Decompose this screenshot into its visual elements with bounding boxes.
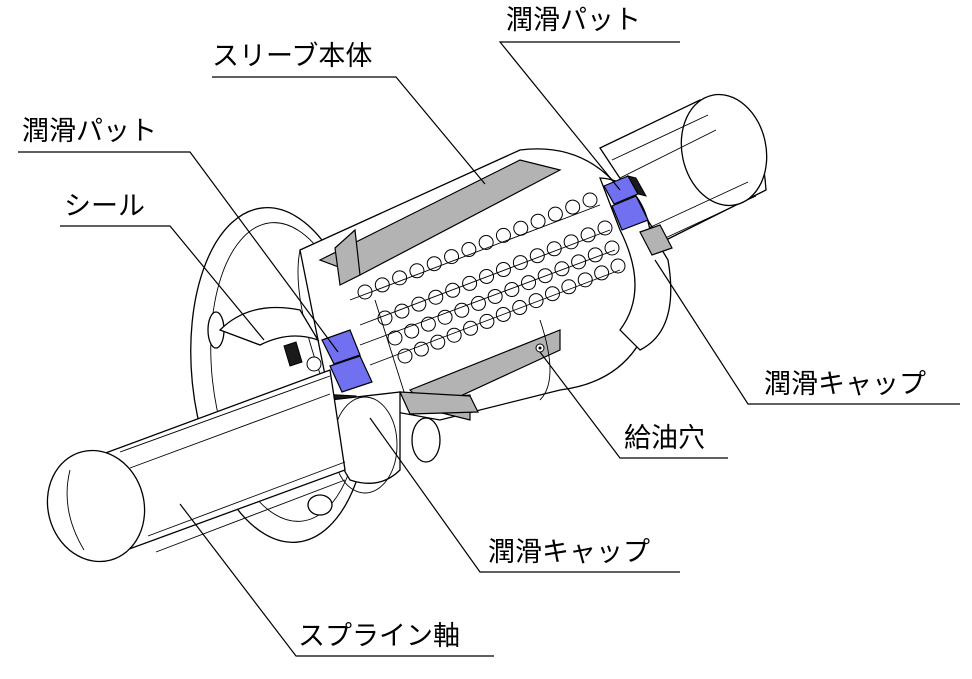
- ball: [604, 240, 620, 256]
- ball: [512, 300, 528, 316]
- ball: [387, 330, 403, 346]
- ball: [437, 309, 453, 325]
- ball-rows: [349, 192, 626, 396]
- ball: [530, 213, 546, 229]
- spline-shaft-left: [46, 369, 346, 563]
- ball: [470, 295, 486, 311]
- ball: [404, 323, 420, 339]
- ball: [610, 258, 626, 274]
- oil-hole: [535, 343, 545, 353]
- ball: [463, 320, 479, 336]
- lube-pad-left: [306, 329, 373, 393]
- ball: [454, 302, 470, 318]
- label-seal: シール: [64, 191, 145, 222]
- ball: [577, 272, 593, 288]
- ball: [597, 220, 613, 236]
- ball: [409, 263, 425, 279]
- ball: [377, 310, 393, 326]
- ball: [571, 254, 587, 270]
- ball: [587, 247, 603, 263]
- label-sleeve-body: スリーブ本体: [212, 41, 373, 72]
- ball: [392, 270, 408, 286]
- ball: [426, 256, 442, 272]
- ball: [528, 293, 544, 309]
- label-spline-shaft: スプライン軸: [298, 621, 460, 652]
- ball: [397, 348, 413, 364]
- ball: [428, 289, 444, 305]
- label-lube-cap-bottom: 潤滑キャップ: [488, 537, 650, 568]
- label-lube-pad-top: 潤滑パット: [506, 5, 641, 36]
- ball: [580, 227, 596, 243]
- ball: [512, 255, 528, 271]
- ball: [594, 265, 610, 281]
- ball: [479, 313, 495, 329]
- ball: [495, 227, 511, 243]
- label-lube-cap-right: 潤滑キャップ: [764, 369, 926, 400]
- ball: [478, 234, 494, 250]
- ball: [582, 192, 598, 208]
- leader-lines: [18, 41, 960, 657]
- ball: [445, 282, 461, 298]
- ball: [546, 241, 562, 257]
- label-oil-hole: 給油穴: [624, 423, 705, 454]
- ball: [547, 206, 563, 222]
- ball: [495, 262, 511, 278]
- label-lube-pad-left: 潤滑パット: [22, 116, 157, 147]
- ball: [565, 199, 581, 215]
- sleeve-body: [297, 148, 656, 421]
- ball: [504, 282, 520, 298]
- ball: [554, 261, 570, 277]
- ball: [413, 341, 429, 357]
- ball: [411, 296, 427, 312]
- lube-pad-top-right: [603, 175, 649, 231]
